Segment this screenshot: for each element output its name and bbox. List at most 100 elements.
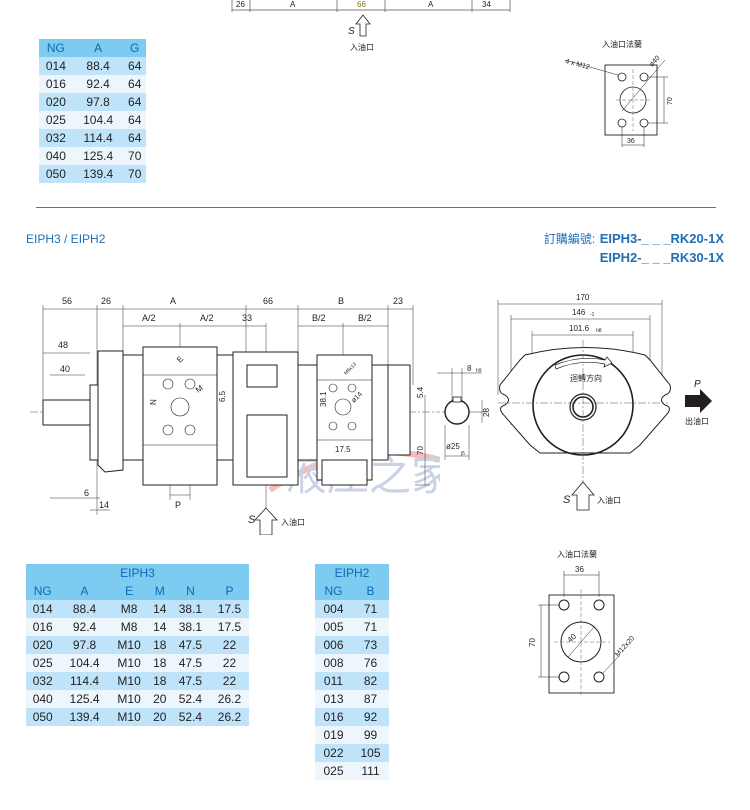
end-suction-s: S (563, 494, 571, 506)
table-cell: 111 (352, 762, 389, 780)
col-ng: NG (315, 582, 352, 600)
pressure-label: P (694, 379, 701, 390)
table-cell: 20 (148, 708, 171, 726)
table-cell: M10 (109, 654, 149, 672)
table-cell: 18 (148, 672, 171, 690)
table-cell: 18 (148, 654, 171, 672)
table-cell: M10 (109, 708, 149, 726)
rotation-label: 迴轉方向 (570, 373, 602, 383)
side-suction-port: 入油口 (281, 517, 305, 527)
dim-66: 66 (263, 296, 273, 306)
dim-p: P (175, 500, 181, 510)
dim-6: 6 (84, 488, 89, 498)
top-flange-height: 70 (667, 97, 674, 105)
table-cell: 104.4 (59, 654, 110, 672)
shaft-dia-tol: j5 (460, 451, 465, 457)
table-cell: 52.4 (170, 690, 210, 708)
table-cell: 92.4 (72, 75, 124, 93)
table-cell: 64 (123, 129, 146, 147)
table-cell: 013 (315, 690, 352, 708)
top-dim-a2: A (428, 0, 434, 9)
top-dim-34: 34 (482, 0, 491, 9)
table-cell: 71 (352, 600, 389, 618)
table-cell: 52.4 (170, 708, 210, 726)
table-cell: 105 (352, 744, 389, 762)
suction-arrow-icon (355, 14, 371, 37)
table-cell: 20 (148, 690, 171, 708)
dim-146: 146 (572, 308, 586, 317)
top-flange-title: 入油口法蘭 (602, 39, 642, 49)
col-n: N (170, 582, 210, 600)
label-e: E (175, 354, 185, 364)
order-code-eiph2: EIPH2-_ _ _RK30-1X (599, 250, 724, 265)
top-suction-s: S (348, 26, 355, 37)
top-flange-bolt: 4 x M12 (564, 58, 590, 71)
dim-26: 26 (101, 296, 111, 306)
dim-146-tol: -1 (590, 312, 595, 318)
table-cell: 114.4 (59, 672, 110, 690)
top-drawing-fragment: 26 A 66 A 34 S 入油口 (231, 0, 511, 52)
order-code-eiph3: EIPH3-_ _ _RK20-1X (599, 231, 724, 246)
dim-a-half-2: A/2 (200, 313, 214, 323)
table-cell: 014 (39, 57, 73, 75)
bottom-inlet-flange-drawing: 入油口法蘭 36 70 40 M12x20 (528, 549, 636, 695)
order-code-block: 訂購編號: EIPH3-_ _ _RK20-1X EIPH2-_ _ _RK30… (544, 230, 724, 265)
table-cell: 032 (26, 672, 60, 690)
table-cell: 019 (315, 726, 352, 744)
bottom-flange-title: 入油口法蘭 (557, 549, 597, 559)
table-cell: 88.4 (59, 600, 110, 618)
table-cell: M10 (109, 672, 149, 690)
order-label: 訂購編號: (543, 232, 596, 246)
table-cell: 26.2 (209, 708, 249, 726)
table-cell: 006 (315, 636, 352, 654)
table-cell: 18 (148, 636, 171, 654)
table-cell: 025 (39, 111, 73, 129)
suction-arrow-icon (571, 481, 595, 511)
suction-arrow-icon (254, 507, 278, 535)
dim-14: 14 (99, 500, 109, 510)
shaft-section-drawing: 8 h9 28 ø25 j5 (437, 364, 491, 460)
col-ng: NG (39, 39, 73, 57)
table-cell: 97.8 (72, 93, 124, 111)
table-cell: 87 (352, 690, 389, 708)
table-cell: 64 (123, 93, 146, 111)
table-cell: 040 (26, 690, 60, 708)
table-cell: 139.4 (72, 165, 124, 183)
table-cell: 70 (123, 147, 146, 165)
table-eiph2-title: EIPH2 (315, 564, 389, 582)
dim-5-4: 5.4 (416, 386, 425, 398)
pressure-arrow-icon (685, 389, 712, 413)
table-cell: 47.5 (170, 672, 210, 690)
table-cell: 004 (315, 600, 352, 618)
dim-23: 23 (393, 296, 403, 306)
pressure-port: 出油口 (685, 416, 709, 426)
dim-170: 170 (576, 293, 590, 302)
table-cell: 125.4 (59, 690, 110, 708)
table-cell: 71 (352, 618, 389, 636)
table-cell: M10 (109, 636, 149, 654)
dim-70: 70 (416, 446, 425, 455)
col-g: G (123, 39, 146, 57)
table-cell: 99 (352, 726, 389, 744)
top-flange-width: 36 (627, 138, 635, 145)
col-e: E (109, 582, 149, 600)
table-cell: 025 (26, 654, 60, 672)
bottom-flange-width: 36 (575, 565, 584, 574)
col-b: B (352, 582, 389, 600)
label-6-5: 6.5 (218, 390, 227, 402)
label-n: N (149, 399, 158, 405)
label-38-1: 38.1 (319, 391, 328, 407)
side-suction-s: S (248, 514, 256, 526)
